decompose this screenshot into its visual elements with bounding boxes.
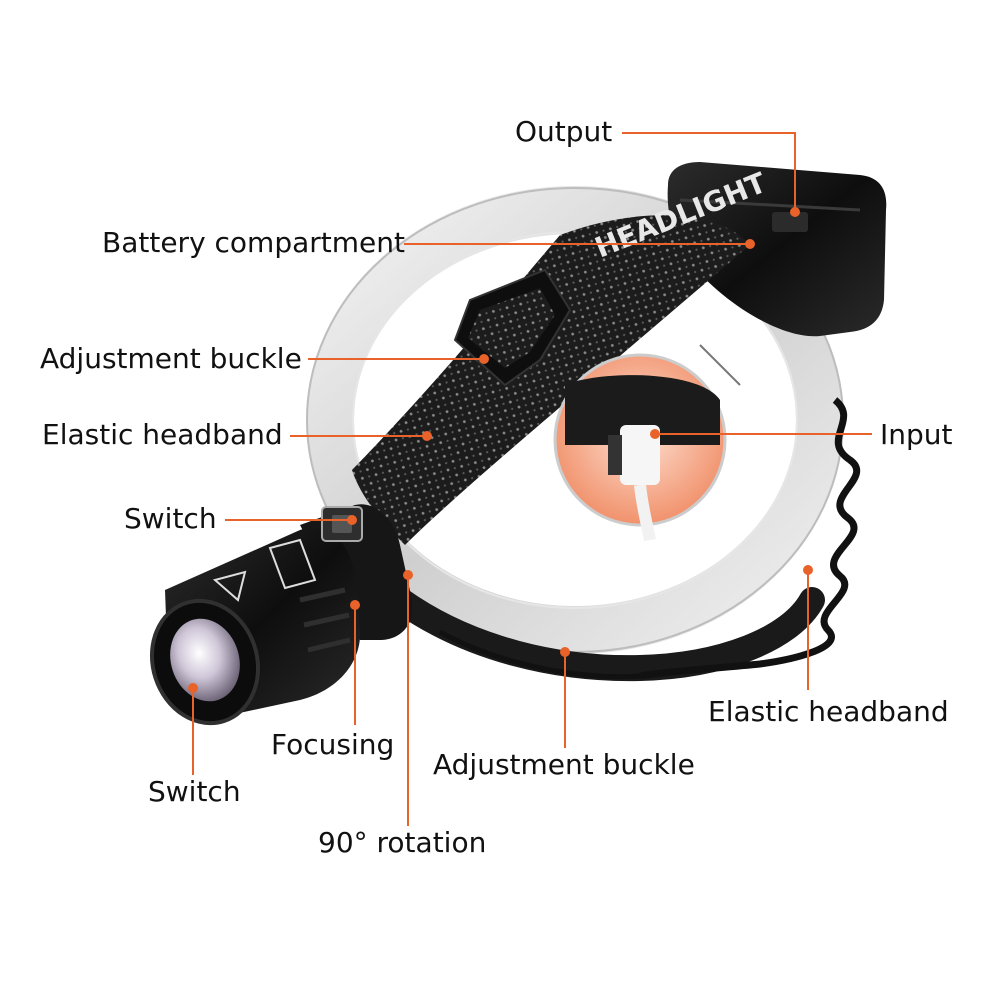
leader-dot-battery <box>745 239 755 249</box>
leader-line-output <box>622 132 796 212</box>
leader-dot-headband-left <box>422 431 432 441</box>
battery-box <box>667 162 887 337</box>
lower-strap <box>387 587 825 682</box>
coiled-cable <box>438 397 861 680</box>
leader-dot-buckle-top <box>479 354 489 364</box>
label-output: Output <box>515 115 613 148</box>
label-elastic-headband-left: Elastic headband <box>42 418 283 451</box>
leader-dot-rotation <box>403 570 413 580</box>
label-switch-top: Switch <box>124 502 217 535</box>
label-input: Input <box>880 418 953 451</box>
leader-dot-focusing <box>350 600 360 610</box>
leader-dot-switch-bottom <box>188 683 198 693</box>
label-elastic-headband-right: Elastic headband <box>708 695 949 728</box>
label-adjustment-buckle-bottom: Adjustment buckle <box>433 748 695 781</box>
label-90-rotation: 90° rotation <box>318 826 487 859</box>
label-switch-bottom: Switch <box>148 775 241 808</box>
main-strap <box>352 215 750 545</box>
lamp-head <box>149 504 413 726</box>
leader-dot-output <box>790 207 800 217</box>
leader-dot-headband-right <box>803 565 813 575</box>
label-battery-compartment: Battery compartment <box>102 226 405 259</box>
label-adjustment-buckle-top: Adjustment buckle <box>40 342 302 375</box>
callout-lines <box>188 132 872 826</box>
leader-dot-buckle-bottom <box>560 647 570 657</box>
leader-dot-switch-top <box>347 515 357 525</box>
label-focusing: Focusing <box>271 728 395 761</box>
input-inset <box>553 344 741 542</box>
leader-dot-input <box>650 429 660 439</box>
